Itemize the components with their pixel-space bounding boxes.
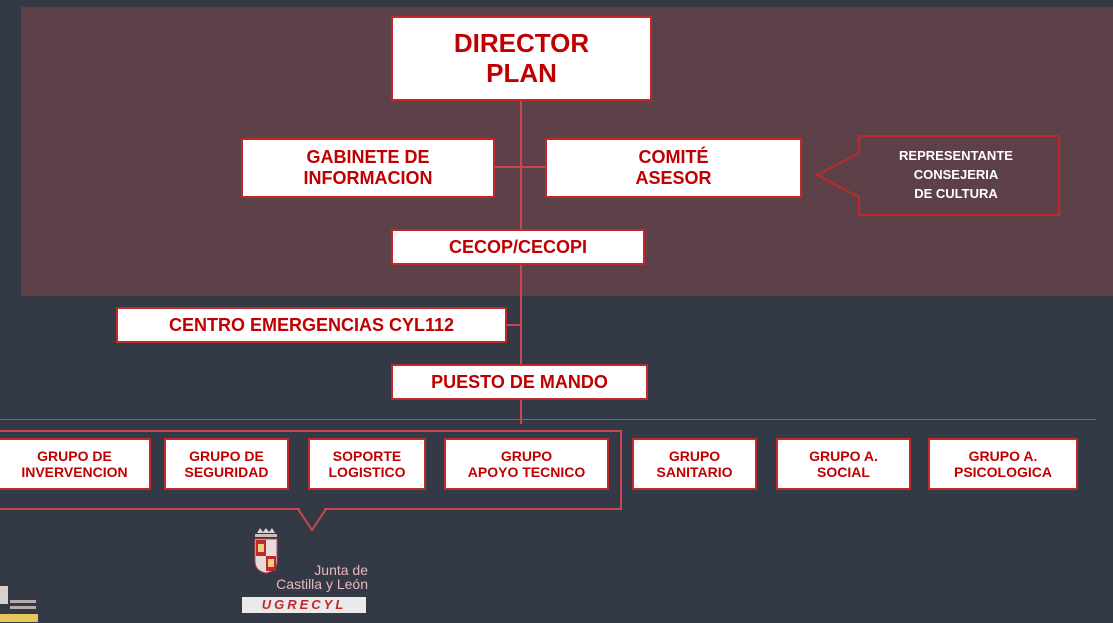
representante-consejeria-label: REPRESENTANTE CONSEJERIA DE CULTURA	[899, 148, 1013, 201]
junta-castilla-leon-logo: Junta de Castilla y León UGRECYL	[228, 527, 368, 617]
bracket-pointer	[297, 507, 327, 532]
ugrecyl-badge: UGRECYL	[242, 597, 366, 613]
comite-asesor-box[interactable]: COMITÉ ASESOR	[545, 138, 802, 198]
gabinete-comite-connector	[494, 166, 546, 168]
representante-arrow-callout	[814, 135, 1060, 216]
grupo-apoyo-psicologico-box[interactable]: GRUPO A. PSICOLOGICA	[928, 438, 1078, 490]
puesto-de-mando-box[interactable]: PUESTO DE MANDO	[391, 364, 648, 400]
grupo-sanitario-box[interactable]: GRUPO SANITARIO	[632, 438, 757, 490]
castilla-leon-crest-icon	[254, 528, 278, 574]
grupo-accion-social-box[interactable]: GRUPO A. SOCIAL	[776, 438, 911, 490]
cecop-cecopi-box[interactable]: CECOP/CECOPI	[391, 229, 645, 265]
director-plan-box[interactable]: DIRECTOR PLAN	[391, 16, 652, 101]
centro-emergencias-box[interactable]: CENTRO EMERGENCIAS CYL112	[116, 307, 507, 343]
centro-connector	[506, 324, 522, 326]
junta-castilla-leon-wordmark: Junta de Castilla y León	[276, 562, 368, 592]
grupo-apoyo-tecnico-box[interactable]: GRUPO APOYO TECNICO	[444, 438, 609, 490]
grupo-intervencion-box[interactable]: GRUPO DE INVERVENCION	[0, 438, 151, 490]
gabinete-informacion-box[interactable]: GABINETE DE INFORMACION	[241, 138, 495, 198]
soporte-logistico-box[interactable]: SOPORTE LOGISTICO	[308, 438, 426, 490]
corner-logo-icon	[0, 586, 38, 622]
grupo-seguridad-box[interactable]: GRUPO DE SEGURIDAD	[164, 438, 289, 490]
groups-bus-line	[0, 419, 1096, 420]
